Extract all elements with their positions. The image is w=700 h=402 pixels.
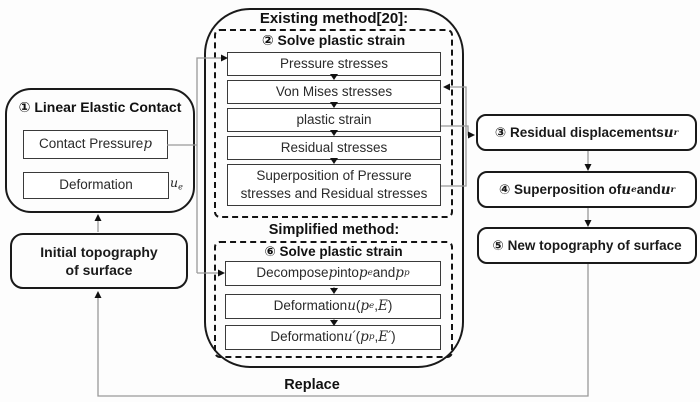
arrow-into-residual-displacements (468, 131, 475, 139)
contact-pressure-box: Contact Pressure p (23, 130, 168, 159)
deformation-box: Deformation (23, 172, 169, 199)
step-superposition-stresses: Superposition of Pressure stresses and R… (227, 164, 441, 206)
replace-label: Replace (284, 377, 340, 393)
arrow-initial-into-linear-elastic (94, 214, 102, 221)
simplified-method-header: Simplified method: (268, 222, 400, 238)
step-pressure-stresses: Pressure stresses (227, 52, 441, 76)
existing-method-subheader: ② Solve plastic strain (261, 32, 406, 48)
step-von-mises-stresses: Von Mises stresses (227, 80, 441, 104)
linear-elastic-contact-title: ① Linear Elastic Contact (18, 99, 182, 115)
step-residual-stresses: Residual stresses (227, 136, 441, 160)
arrow-feedback-into-initial (94, 291, 102, 298)
deformation-output-symbol: ue (170, 175, 183, 192)
new-topography-box: ⑤ New topography of surface (477, 227, 697, 264)
arrow-superposition-to-new-topography (584, 220, 592, 227)
step-plastic-strain: plastic strain (227, 108, 441, 132)
arrow-residual-to-superposition (584, 164, 592, 171)
existing-method-header: Existing method[20]: (259, 10, 409, 27)
simplified-method-subheader: ⑥ Solve plastic strain (264, 244, 403, 259)
initial-topography-box: Initial topography of surface (10, 233, 188, 289)
